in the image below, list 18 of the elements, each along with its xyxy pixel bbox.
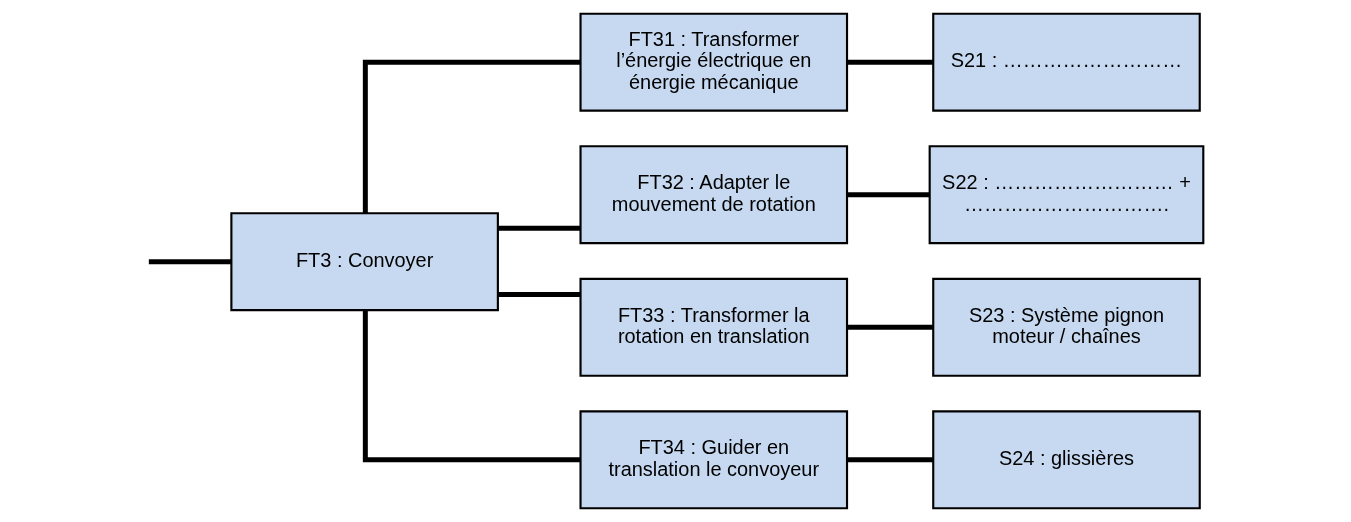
connector: [498, 225, 581, 231]
connector: [362, 59, 581, 213]
connector: [148, 259, 231, 265]
node-box: FT3 : Convoyer: [230, 212, 499, 312]
node-box: S23 : Système pignon moteur / chaînes: [932, 277, 1201, 377]
connector: [362, 310, 581, 463]
connector: [847, 324, 933, 330]
connector: [498, 292, 581, 297]
connector: [847, 192, 930, 198]
connector: [847, 457, 933, 463]
connector: [847, 59, 933, 65]
node-box: FT34 : Guider en translation le convoyeur: [579, 410, 849, 510]
node-box: FT31 : Transformer l’énergie électrique en énergie mécanique: [579, 12, 849, 112]
node-box: S21 : ………………………: [932, 12, 1201, 112]
node-box: FT32 : Adapter le mouvement de rotation: [579, 145, 849, 245]
node-box: FT33 : Transformer la rotation en translation: [579, 277, 849, 377]
node-box: S24 : glissières: [932, 410, 1201, 510]
node-box: S22 : ……………………… + ………………………….: [928, 145, 1205, 245]
